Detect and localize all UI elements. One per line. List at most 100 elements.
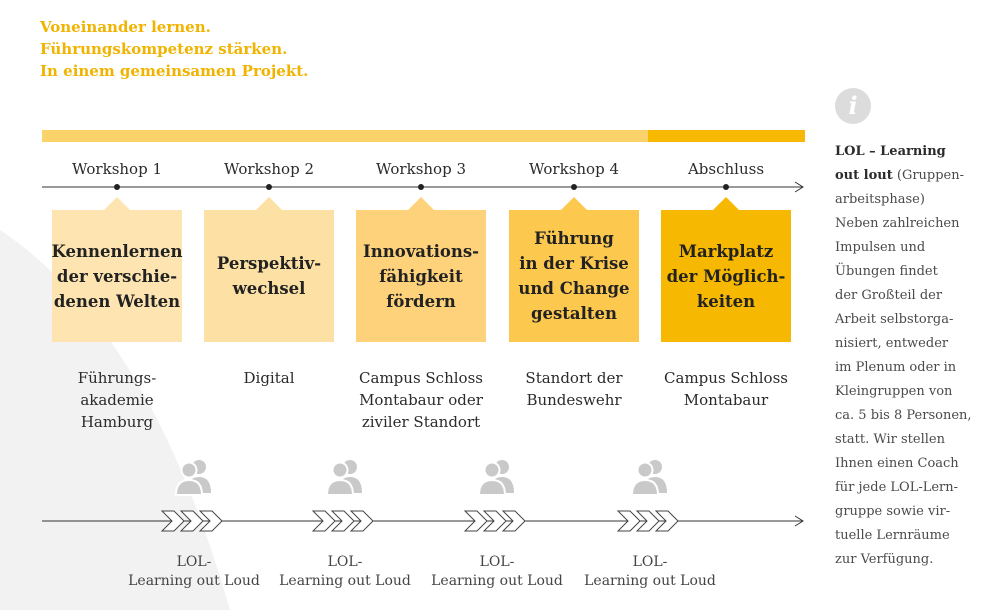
location-line: Montabaur oder [359,391,483,409]
location-line: Bundeswehr [526,391,622,409]
stage-box-line: und Change [518,279,630,298]
people-icon [477,460,514,496]
stage-box-line: keiten [696,291,756,311]
sidebar-line: im Plenum oder in [835,360,957,375]
sidebar-line: LOL – Learning [835,140,975,164]
stage-box-line: gestalten [530,304,617,323]
sidebar-line: Neben zahlreichen [835,216,960,231]
sidebar-text-suffix: (Gruppen- [892,168,965,183]
lol-label-line: LOL- [479,554,515,570]
chevrons-icon [311,510,374,532]
stage-box-text: Markplatz der Möglich-keiten [667,239,786,314]
stage-label: Workshop 2 [224,160,314,178]
sidebar-bold-text: LOL – Learning [835,144,946,159]
stage-box: Kennenlernen der verschie-denen Welten [52,210,182,342]
stage-box-line: Innovations- [362,241,480,261]
sidebar-line: out lout (Gruppen- [835,164,975,188]
box-pointer [407,197,435,211]
progress-bar-light [42,130,648,142]
location-line: Führungs- [77,369,157,387]
lol-label-line: LOL- [327,554,363,570]
tagline-line: Voneinander lernen. [40,18,211,36]
stage-box-line: fördern [386,291,456,311]
sidebar-line: statt. Wir stellen [835,432,945,447]
stage-box-text: Kennenlernen der verschie-denen Welten [52,239,183,314]
stage-box-line: Perspektiv- [216,254,322,273]
lol-label-line: Learning out Loud [584,573,716,589]
location-line: Montabaur [683,391,769,409]
stage-label: Workshop 1 [72,160,162,178]
stage-box-line: fähigkeit [379,266,463,286]
stage-location: Digital [194,367,344,389]
progress-bar-dark [648,130,805,142]
stage-box-line: Markplatz [678,241,774,261]
stage-box: Innovations-fähigkeit fördern [356,210,486,342]
sidebar-line: Kleingruppen von [835,384,953,399]
stage-box-line: Führung [534,229,614,248]
lol-label-line: Learning out Loud [279,573,411,589]
stage-box-text: Perspektiv-wechsel [217,251,321,301]
timeline-dot [266,184,272,190]
stage-box: Markplatz der Möglich-keiten [661,210,791,342]
lol-label-line: Learning out Loud [128,573,260,589]
sidebar-line: nisiert, entweder [835,336,949,351]
stage-label: Abschluss [687,160,765,178]
stage-box-line: in der Krise [519,254,629,273]
box-pointer [255,197,283,211]
stage-box-text: Führung in der Krise und Change gestalten [518,226,629,326]
sidebar-line: für jede LOL-Lern- [835,480,959,495]
stage-box: Perspektiv-wechsel [204,210,334,342]
lol-label: LOL- Learning out Loud [270,553,420,591]
lol-label-line: LOL- [632,554,668,570]
location-line: ziviler Standort [361,413,481,431]
stage-box-line: der verschie- [56,266,178,286]
lol-label-line: LOL- [176,554,212,570]
lol-label: LOL- Learning out Loud [422,553,572,591]
sidebar-line: Ihnen einen Coach [835,456,959,471]
timeline-dot [418,184,424,190]
chevrons-icon [463,510,526,532]
sidebar-line: tuelle Lernräume [835,528,950,543]
stage-box-line: wechsel [232,279,306,298]
stage-box-line: Kennenlernen [51,241,183,261]
lol-label: LOL- Learning out Loud [575,553,725,591]
info-icon: i [835,88,871,124]
people-icon [630,460,667,496]
chevrons-icon [160,510,223,532]
stage-label: Workshop 4 [529,160,619,178]
stage-box-line: denen Welten [53,291,181,311]
sidebar-line: gruppe sowie vir- [835,504,951,519]
location-line: Digital [243,369,295,387]
sidebar-text: LOL – Learning out lout (Gruppen-arbeitsp… [835,140,975,572]
sidebar-line: arbeitsphase) [835,192,925,207]
sidebar-line: Übungen findet [835,264,938,279]
people-icon [174,460,211,496]
lol-label: LOL- Learning out Loud [119,553,269,591]
people-icon [325,460,362,496]
timeline-dot [571,184,577,190]
sidebar-line: zur Verfügung. [835,552,934,567]
sidebar-bold-text: out lout [835,168,893,183]
stage-box-text: Innovations-fähigkeit fördern [363,239,479,314]
location-line: Campus Schloss [359,369,483,387]
tagline-line: In einem gemeinsamen Projekt. [40,62,309,80]
location-line: akademie [80,391,154,409]
timeline-dot [114,184,120,190]
tagline: Voneinander lernen. Führungskompetenz st… [40,16,308,82]
tagline-line: Führungskompetenz stärken. [40,40,288,58]
box-pointer [712,197,740,211]
box-pointer [103,197,131,211]
stage-box-line: der Möglich- [666,266,786,286]
lol-label-line: Learning out Loud [431,573,563,589]
box-pointer [560,197,588,211]
timeline-dot [723,184,729,190]
sidebar-line: Arbeit selbstorga- [835,312,954,327]
location-line: Campus Schloss [664,369,788,387]
stage-box: Führung in der Krise und Change gestalten [509,210,639,342]
sidebar-line: Impulsen und [835,240,926,255]
chevrons-icon [616,510,679,532]
sidebar-line: der Großteil der [835,288,943,303]
